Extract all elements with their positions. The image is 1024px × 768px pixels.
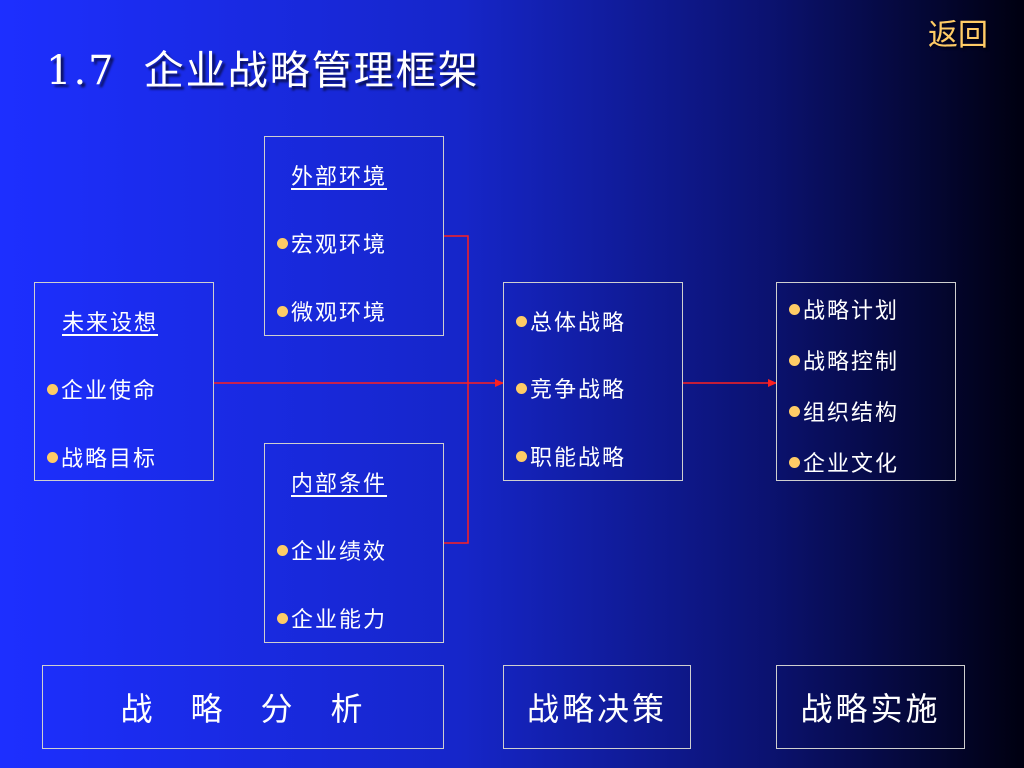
stage-decision: 战略决策 [503,665,691,749]
back-link[interactable]: 返回 [928,18,988,53]
list-item: 组织结构 [789,395,899,427]
list-item: 总体战略 [516,305,626,337]
list-item: 宏观环境 [277,227,387,259]
page-title: 1.7 企业战略管理框架 [46,38,480,96]
list-item: 企业文化 [789,446,899,478]
list-item: 职能战略 [516,440,626,472]
bullet-icon [277,612,288,624]
bullet-icon [789,354,800,366]
internal-conditions-title: 内部条件 [291,472,388,497]
bullet-icon [277,544,288,556]
bullet-icon [277,237,288,249]
list-item: 企业能力 [277,602,387,634]
bullet-icon [47,451,58,463]
list-item: 战略计划 [789,293,899,325]
future-vision-title: 未来设想 [62,311,159,336]
stage-analysis: 战 略 分 析 [42,665,444,749]
strategy-box: 总体战略 竞争战略 职能战略 [503,282,683,481]
bullet-icon [516,382,527,394]
future-vision-box: 未来设想 企业使命 战略目标 [34,282,214,481]
section-title: 企业战略管理框架 [143,48,480,94]
internal-conditions-box: 内部条件 企业绩效 企业能力 [264,443,444,643]
stage-execution: 战略实施 [776,665,965,749]
list-item: 企业使命 [47,373,157,405]
list-item: 战略控制 [789,344,899,376]
list-item: 战略目标 [47,441,157,473]
bullet-icon [516,315,527,327]
external-bracket-line [444,235,469,544]
bullet-icon [789,405,800,417]
bullet-icon [516,450,527,462]
external-environment-title: 外部环境 [291,165,388,190]
bullet-icon [789,456,800,468]
bullet-icon [277,305,288,317]
bullet-icon [47,383,58,395]
section-number: 1.7 [46,48,116,94]
implementation-box: 战略计划 战略控制 组织结构 企业文化 [776,282,956,481]
external-environment-box: 外部环境 宏观环境 微观环境 [264,136,444,336]
list-item: 企业绩效 [277,534,387,566]
list-item: 竞争战略 [516,372,626,404]
list-item: 微观环境 [277,295,387,327]
bullet-icon [789,303,800,315]
